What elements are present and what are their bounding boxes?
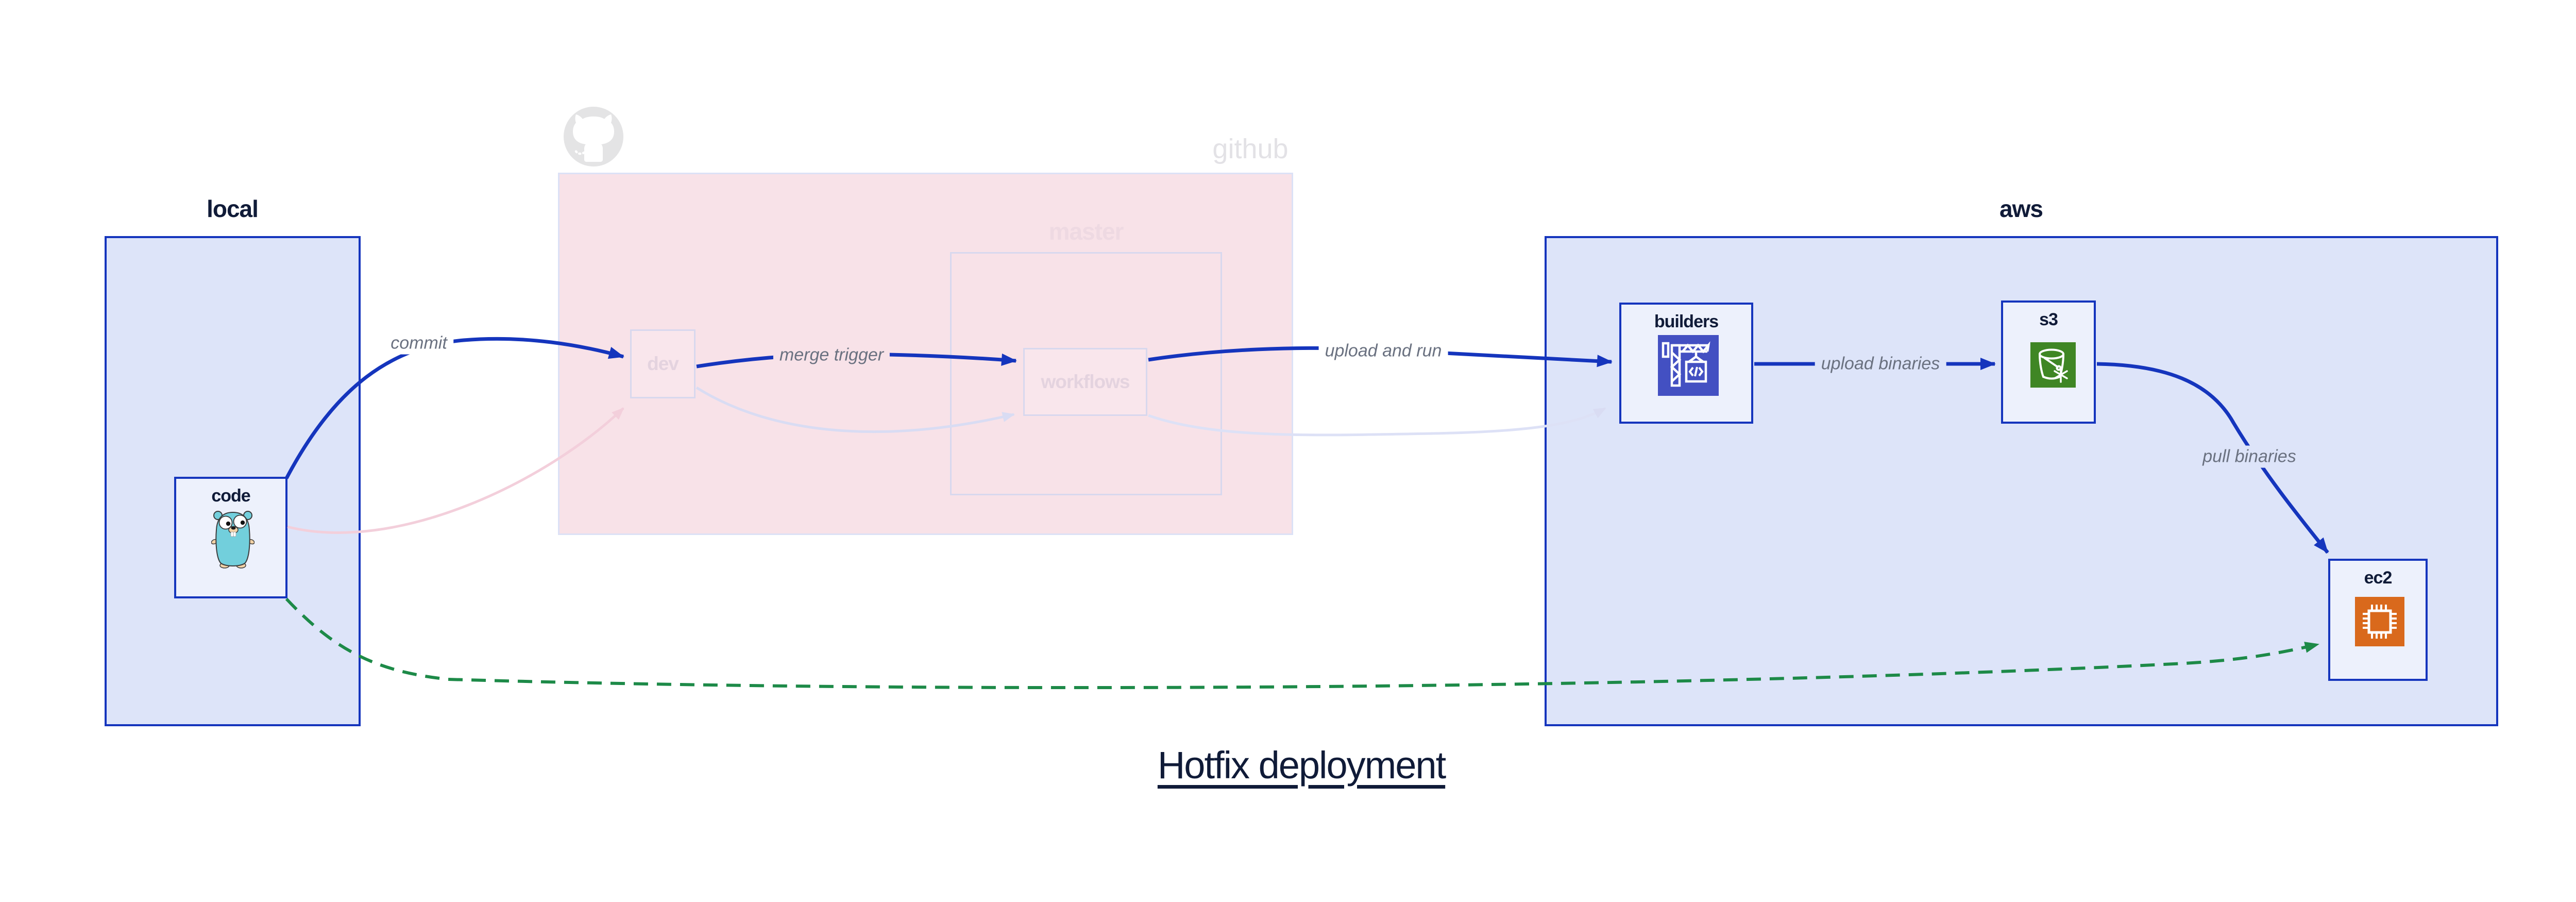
- go-gopher-icon: [211, 511, 255, 569]
- s3-bucket-icon: [2030, 342, 2076, 388]
- codebuild-crane-icon: [1658, 335, 1719, 396]
- container-master-label: master: [1048, 218, 1124, 245]
- node-s3: s3: [2001, 300, 2096, 424]
- edge-label-commit: commit: [384, 332, 453, 355]
- cpu-chip-icon: [2355, 597, 2404, 646]
- node-code-label: code: [211, 486, 250, 506]
- edge-label-upload-binaries: upload binaries: [1815, 353, 1946, 375]
- node-builders-label: builders: [1654, 312, 1719, 331]
- node-dev-label: dev: [647, 353, 679, 374]
- container-github-label: github: [1212, 133, 1289, 164]
- container-aws-label: aws: [1999, 195, 2043, 222]
- node-code: code: [174, 477, 287, 598]
- node-ec2: ec2: [2328, 559, 2428, 681]
- node-workflows-label: workflows: [1041, 371, 1130, 392]
- node-builders: builders: [1619, 303, 1753, 424]
- node-ec2-label: ec2: [2364, 568, 2393, 588]
- edge-label-pull-binaries: pull binaries: [2196, 445, 2302, 468]
- github-octocat-icon: [564, 107, 623, 166]
- edge-label-upload-and-run: upload and run: [1318, 340, 1448, 362]
- node-dev: dev: [630, 329, 696, 398]
- node-s3-label: s3: [2039, 310, 2058, 329]
- container-local-label: local: [207, 195, 259, 222]
- edge-label-merge-trigger: merge trigger: [773, 344, 890, 366]
- node-workflows: workflows: [1023, 348, 1147, 416]
- container-master: [950, 252, 1222, 495]
- diagram-title: Hotfix deployment: [1157, 744, 1446, 787]
